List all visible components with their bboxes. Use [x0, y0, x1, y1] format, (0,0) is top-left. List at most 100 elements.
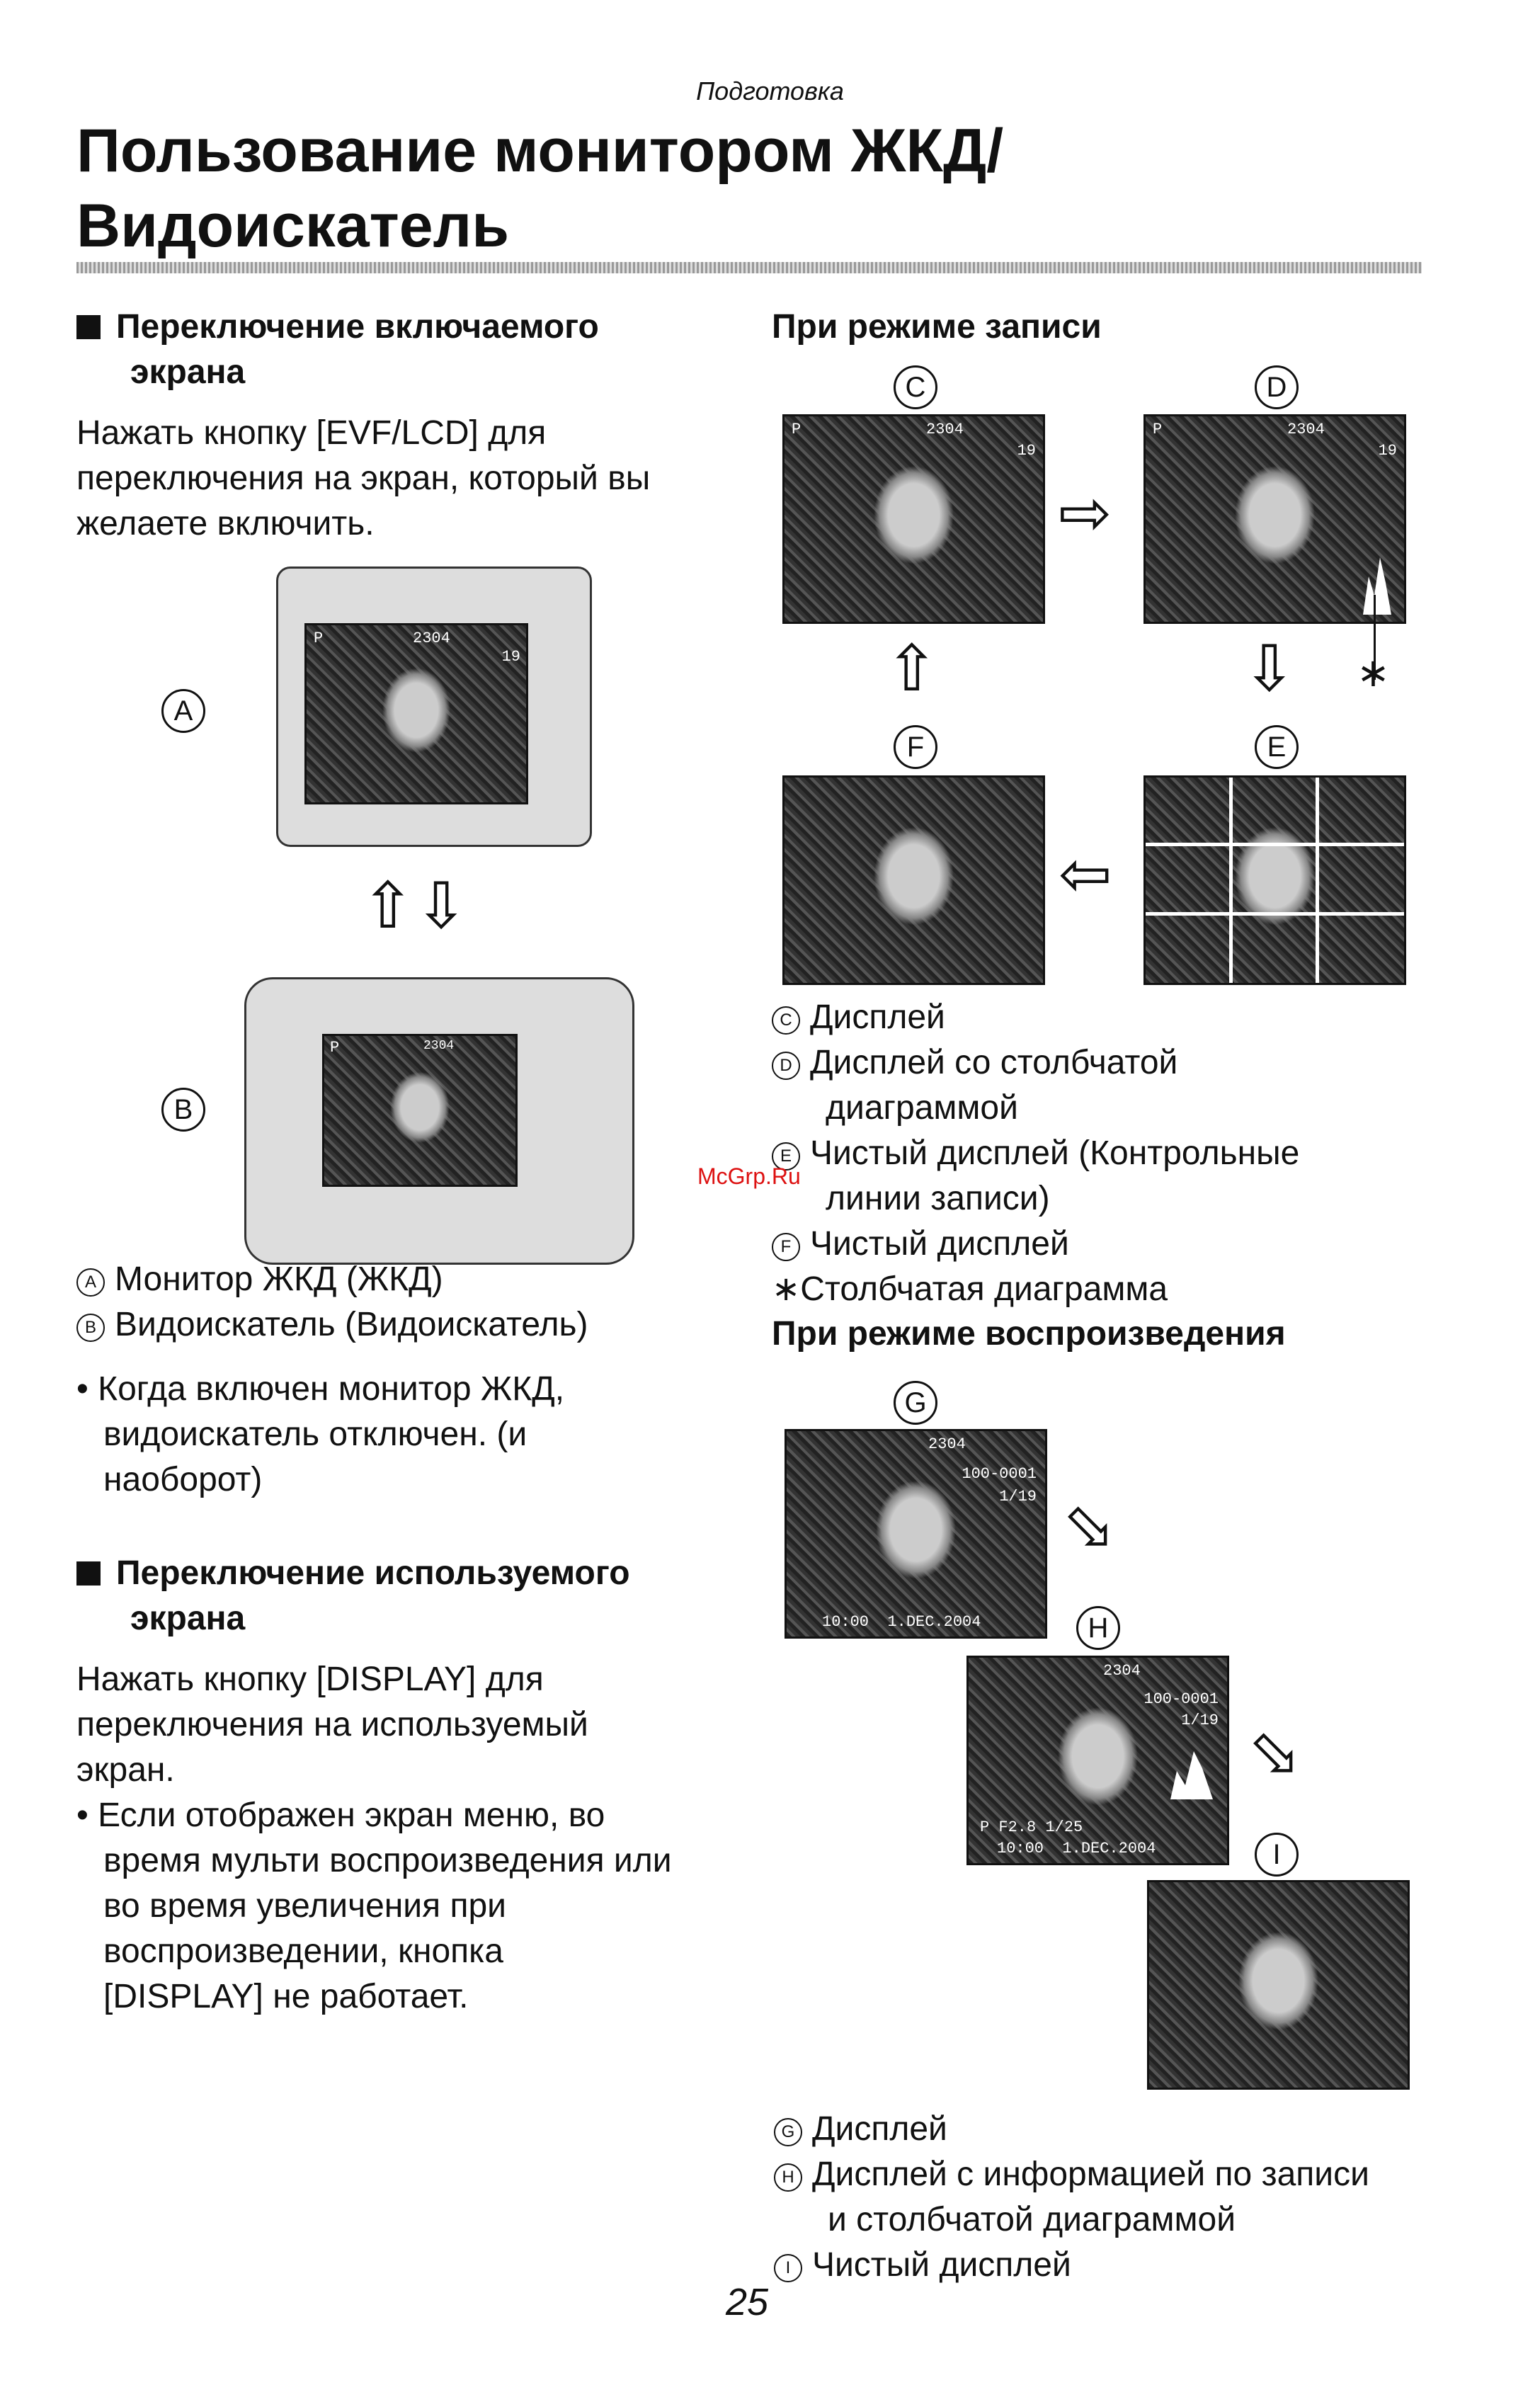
osd-file-number: 100-0001: [1143, 1690, 1219, 1708]
osd-mode: P: [330, 1039, 340, 1057]
screen-c-display: P 2304 19: [782, 414, 1045, 624]
paragraph-evf-lcd: Нажать кнопку [EVF/LCD] для переключения…: [76, 411, 650, 547]
screen-g-playback: 2304 100-0001 1/19 10:00 1.DEC.2004: [785, 1429, 1047, 1639]
screen-e-guidelines: [1143, 775, 1406, 985]
heading-playback-mode: При режиме воспроизведения: [772, 1315, 1286, 1353]
circle-c-icon: C: [772, 1006, 800, 1035]
record-legend: C Дисплей D Дисплей со столбчатой диаграмм…: [772, 995, 1299, 1312]
legend-text: Чистый дисплей: [810, 1225, 1069, 1263]
legend-text: и столбчатой диаграммой: [828, 2201, 1236, 2238]
legend-b-text: Видоискатель (Видоискатель): [115, 1306, 588, 1343]
text-line: переключения на используемый: [76, 1706, 588, 1743]
label-i-marker: I: [1255, 1833, 1299, 1877]
title-line-2: Видоискатель: [76, 192, 510, 260]
lcd-screen-image: P 2304 19: [304, 623, 528, 804]
arrow-up-icon: ⇧: [885, 632, 939, 706]
osd-mode: P: [792, 421, 802, 438]
osd-datetime: 10:00 1.DEC.2004: [997, 1840, 1156, 1857]
text-line: экран.: [76, 1751, 175, 1789]
osd-resolution: 2304: [928, 1435, 966, 1453]
text-line: переключения на экран, который вы: [76, 460, 651, 497]
star-marker: ∗: [1357, 650, 1390, 695]
note-lcd-off: • Когда включен монитор ЖКД, видоискател…: [76, 1367, 564, 1503]
legend-text: Чистый дисплей: [812, 2246, 1071, 2284]
osd-count: 19: [1017, 442, 1036, 460]
screen-h-info-histogram: 2304 100-0001 1/19 P F2.8 1/25 10:00 1.D…: [966, 1656, 1229, 1865]
legend-text: Дисплей с информацией по записи: [812, 2156, 1369, 2193]
heading-line: экрана: [130, 353, 246, 391]
text-line: Нажать кнопку [EVF/LCD] для: [76, 414, 547, 452]
title-line-1: Пользование монитором ЖКД/: [76, 117, 1004, 185]
osd-resolution: 2304: [926, 421, 964, 438]
guide-line: [1146, 912, 1404, 916]
circle-g-icon: G: [774, 2118, 802, 2146]
heading-line: экрана: [130, 1600, 246, 1637]
note-display: • Если отображен экран меню, во время му…: [76, 1793, 672, 2020]
legend-text: диаграммой: [826, 1089, 1018, 1127]
text-line: Нажать кнопку [DISPLAY] для: [76, 1661, 544, 1698]
legend-text: Дисплей: [810, 998, 945, 1036]
arrow-left-icon: ⇦: [1059, 837, 1112, 911]
text-line: время мульти воспроизведения или: [103, 1842, 672, 1879]
page-title: Пользование монитором ЖКД/ Видоискатель: [76, 113, 1003, 263]
label-c-marker: C: [894, 365, 937, 409]
label-h-marker: H: [1076, 1606, 1120, 1650]
heading-line: Переключение используемого: [116, 1554, 630, 1592]
screen-i-clear: [1147, 1880, 1410, 2090]
circle-f-icon: F: [772, 1233, 800, 1261]
circle-h-icon: H: [774, 2163, 802, 2192]
osd-file-number: 100-0001: [962, 1465, 1037, 1483]
label-f-marker: F: [894, 725, 937, 769]
legend-text: линии записи): [826, 1180, 1050, 1217]
osd-mode: P: [1153, 421, 1163, 438]
osd-count: 19: [1378, 442, 1397, 460]
label-e-marker: E: [1255, 725, 1299, 769]
watermark: McGrp.Ru: [697, 1163, 801, 1189]
circle-b-icon: B: [76, 1314, 105, 1342]
legend-a-text: Монитор ЖКД (ЖКД): [115, 1260, 443, 1298]
text-line: • Когда включен монитор ЖКД,: [76, 1370, 565, 1408]
label-b-marker: B: [161, 1088, 205, 1132]
viewfinder-screen-image: P 2304: [322, 1034, 518, 1187]
label-a-marker: A: [161, 689, 205, 733]
title-rule: [76, 262, 1422, 273]
text-line: видоискатель отключен. (и: [103, 1416, 527, 1453]
osd-exposure: P F2.8 1/25: [980, 1818, 1083, 1836]
paragraph-display: Нажать кнопку [DISPLAY] для переключения…: [76, 1657, 588, 1793]
osd-resolution: 2304: [1103, 1662, 1141, 1680]
text-line: желаете включить.: [76, 505, 375, 542]
legend-text: Дисплей со столбчатой: [810, 1044, 1178, 1081]
arrow-down-right-icon: ⬂: [1248, 1715, 1301, 1789]
star-legend-text: ∗Столбчатая диаграмма: [772, 1270, 1168, 1308]
text-line: [DISPLAY] не работает.: [103, 1978, 469, 2015]
guide-line: [1229, 778, 1233, 983]
osd-resolution: 2304: [413, 630, 450, 647]
page-number: 25: [726, 2281, 769, 2323]
text-line: во время увеличения при: [103, 1887, 506, 1925]
circle-d-icon: D: [772, 1052, 800, 1080]
heading-line: Переключение включаемого: [116, 308, 599, 346]
label-d-marker: D: [1255, 365, 1299, 409]
section-title: Подготовка: [696, 76, 844, 106]
heading-switch-screen: Переключение включаемого экрана: [76, 304, 599, 395]
osd-frame: 1/19: [999, 1488, 1037, 1505]
arrow-down-icon: ⇩: [1243, 632, 1296, 706]
switch-arrows-icon: ⇧⇩: [361, 869, 468, 943]
screen-f-clear: [782, 775, 1045, 985]
heading-display-screen: Переключение используемого экрана: [76, 1551, 630, 1641]
histogram-graph: [1363, 557, 1391, 615]
heading-record-mode: При режиме записи: [772, 308, 1102, 346]
bullet-square-icon: [76, 1561, 101, 1586]
histogram-graph: [1170, 1751, 1213, 1799]
arrow-down-right-icon: ⬂: [1062, 1489, 1116, 1563]
osd-resolution: 2304: [423, 1039, 455, 1053]
bullet-square-icon: [76, 315, 101, 339]
guide-line: [1146, 843, 1404, 846]
guide-line: [1316, 778, 1319, 983]
screen-d-histogram: P 2304 19: [1143, 414, 1406, 624]
osd-frame: 1/19: [1181, 1712, 1219, 1729]
osd-datetime: 10:00 1.DEC.2004: [822, 1613, 981, 1631]
text-line: воспроизведении, кнопка: [103, 1933, 503, 1970]
